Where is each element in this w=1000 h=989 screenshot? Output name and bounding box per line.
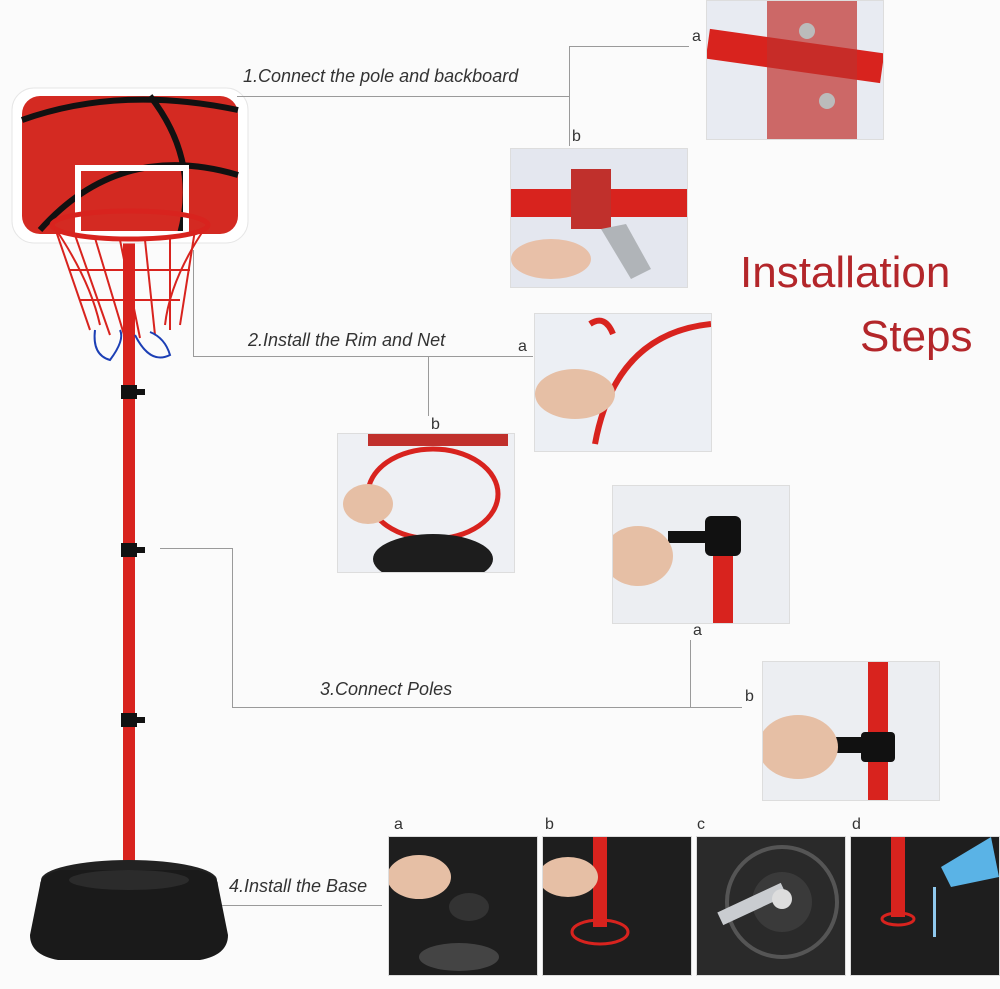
step-4-part-b: b (545, 816, 554, 833)
step-4-part-a: a (394, 816, 403, 833)
step-1b-photo (510, 148, 688, 288)
step-3-label: 3.Connect Poles (320, 679, 453, 699)
pole (123, 230, 135, 890)
step-2a-photo (534, 313, 712, 452)
step-1a-photo (706, 0, 884, 140)
step-4a-photo (388, 836, 538, 976)
rim (49, 208, 211, 242)
step-4b-photo (542, 836, 692, 976)
basketball-stand-illustration (11, 87, 249, 960)
net (54, 227, 206, 339)
step-1-label: 1.Connect the pole and backboard (243, 66, 519, 86)
step-2b-photo (337, 433, 515, 573)
step-1-part-a: a (692, 28, 701, 45)
step-2-part-b: b (431, 416, 440, 433)
step-4-label: 4.Install the Base (229, 876, 368, 896)
step-3a-photo (612, 485, 790, 624)
step-3-part-b: b (745, 688, 754, 705)
step-3b-photo (762, 661, 940, 801)
title-line-2: Steps (860, 312, 973, 361)
step-2-part-a: a (518, 338, 527, 355)
step-4c-photo (696, 836, 846, 976)
step-4-part-c: c (697, 816, 705, 833)
step-2-label: 2.Install the Rim and Net (248, 330, 446, 350)
step-4-part-d: d (852, 816, 861, 833)
step-1-part-b: b (572, 128, 581, 145)
title-line-1: Installation (740, 248, 951, 297)
base (30, 870, 228, 960)
step-4d-photo (850, 836, 1000, 976)
step-3-part-a: a (693, 622, 702, 639)
